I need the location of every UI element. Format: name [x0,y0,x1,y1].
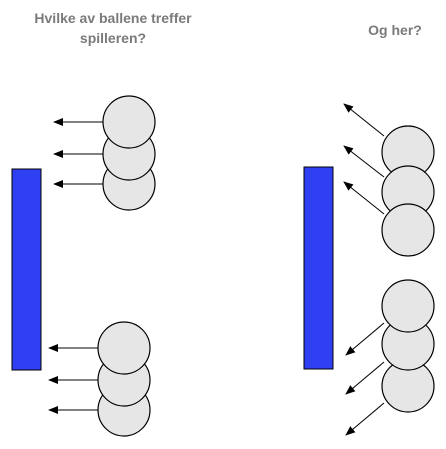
arrow [345,402,385,436]
ball-group-left-top [53,95,156,211]
arrow [343,103,385,137]
ball [102,95,156,149]
player-left [11,168,42,371]
ball [97,321,151,375]
player-right [303,166,334,370]
ball [381,279,435,333]
ball-group-right-top [343,103,435,257]
ball [381,203,435,257]
scenario-left [11,95,156,437]
ball-group-left-bottom [48,321,151,437]
question-right: Og her? [368,22,422,38]
arrow [345,361,385,395]
arrow [345,322,385,356]
ball-group-right-bottom [345,279,435,436]
scenario-right [303,103,435,436]
arrow [343,145,385,178]
arrow [343,181,385,215]
question-left: Hvilke av ballene treffer spilleren? [34,10,192,46]
